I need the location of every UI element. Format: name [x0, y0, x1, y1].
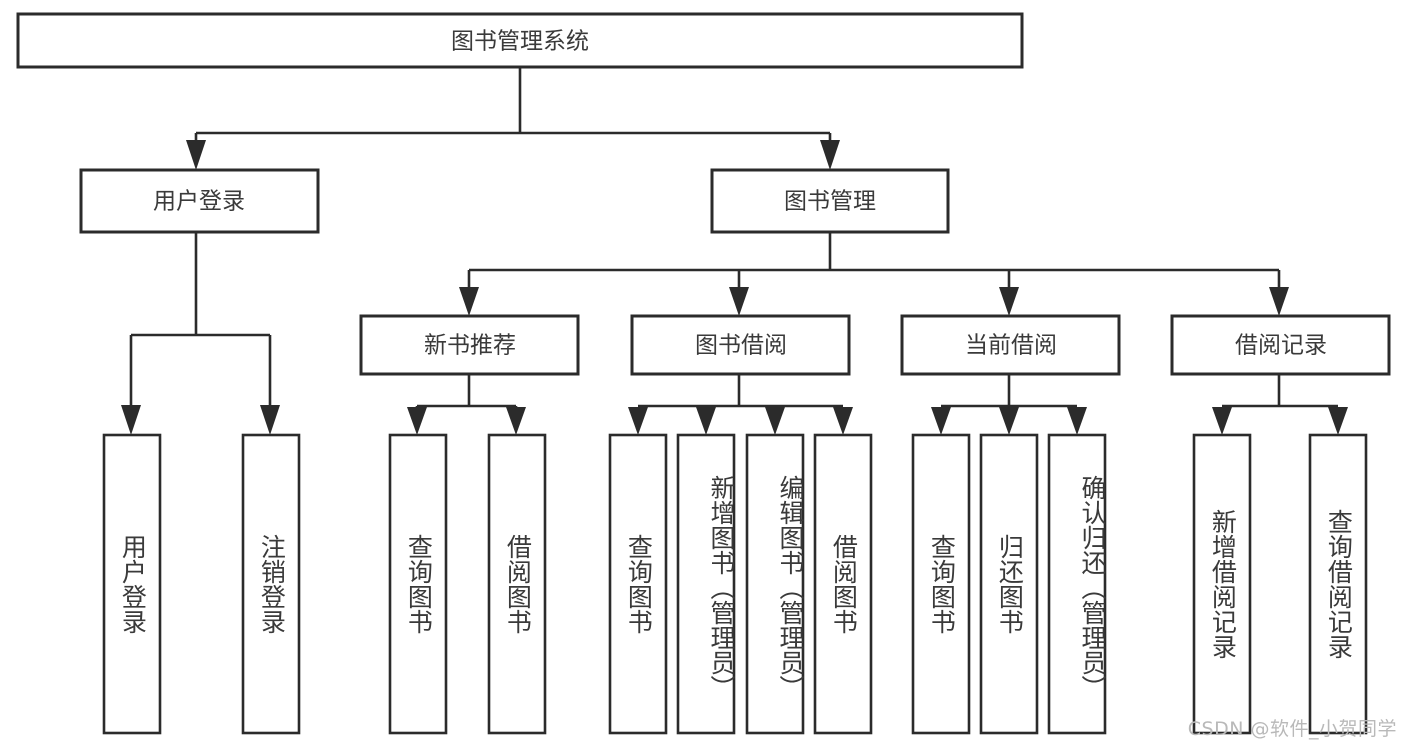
node-user-login-label: 用户登录	[153, 189, 245, 215]
leaf-box-br-query-record[interactable]	[1308, 433, 1368, 735]
arrow-head-bb-leaf-4	[833, 407, 853, 435]
connector-new-book-recommend-to-leaves	[407, 374, 526, 435]
arrow-head-leaf-logout	[260, 405, 280, 435]
arrow-head-cb-leaf-2	[999, 407, 1019, 435]
leaf-box-br-add-record[interactable]	[1192, 433, 1252, 735]
arrow-head-to-current-borrow	[999, 287, 1019, 316]
node-book-management-label: 图书管理	[784, 189, 876, 215]
leaf-box-bb-query-book[interactable]	[608, 433, 668, 735]
arrow-head-nbr-leaf-2	[506, 407, 526, 435]
node-user-login[interactable]: 用户登录	[79, 168, 320, 234]
node-root-label: 图书管理系统	[451, 29, 589, 55]
leaf-box-logout[interactable]	[241, 433, 301, 735]
arrow-head-leaf-user-login	[121, 405, 141, 435]
node-borrow-record-label: 借阅记录	[1235, 333, 1327, 359]
leaf-box-nbr-query-book[interactable]	[388, 433, 448, 735]
node-user-login-box[interactable]	[79, 168, 320, 234]
node-borrow-record[interactable]: 借阅记录	[1170, 314, 1391, 376]
node-current-borrow-label: 当前借阅	[965, 333, 1057, 359]
leaf-box-cb-query-book[interactable]	[911, 433, 971, 735]
node-current-borrow-box[interactable]	[900, 314, 1121, 376]
node-current-borrow[interactable]: 当前借阅	[900, 314, 1121, 376]
arrow-head-br-leaf-2	[1328, 407, 1348, 435]
node-book-borrow-box[interactable]	[630, 314, 851, 376]
connector-book-mgmt-to-level3	[459, 232, 1289, 316]
connector-root-to-level2	[186, 67, 840, 170]
arrow-head-bb-leaf-1	[628, 407, 648, 435]
arrow-head-bb-leaf-2	[696, 407, 716, 435]
arrow-head-cb-leaf-3	[1067, 407, 1087, 435]
connector-book-borrow-to-leaves	[628, 374, 853, 435]
connector-current-borrow-to-leaves	[931, 374, 1087, 435]
arrow-head-to-new-book-recommend	[459, 287, 479, 316]
leaf-box-bb-edit-book[interactable]	[745, 433, 805, 735]
arrow-head-to-book-borrow	[729, 287, 749, 316]
node-new-book-recommend-label: 新书推荐	[424, 333, 516, 359]
arrow-head-bb-leaf-3	[765, 407, 785, 435]
arrow-head-cb-leaf-1	[931, 407, 951, 435]
arrow-head-to-borrow-record	[1269, 287, 1289, 316]
node-book-borrow[interactable]: 图书借阅	[630, 314, 851, 376]
leaf-box-bb-add-book[interactable]	[676, 433, 736, 735]
arrow-head-nbr-leaf-1	[407, 407, 427, 435]
leaf-box-user-login[interactable]	[102, 433, 162, 735]
arrow-head-to-user-login	[186, 140, 206, 170]
node-new-book-recommend-box[interactable]	[359, 314, 580, 376]
leaf-box-bb-borrow-book[interactable]	[813, 433, 873, 735]
node-new-book-recommend[interactable]: 新书推荐	[359, 314, 580, 376]
leaf-box-nbr-borrow-book[interactable]	[487, 433, 547, 735]
connector-borrow-record-to-leaves	[1212, 374, 1348, 435]
arrow-head-to-book-mgmt	[820, 140, 840, 170]
leaf-box-cb-return-book[interactable]	[979, 433, 1039, 735]
arrow-head-br-leaf-1	[1212, 407, 1232, 435]
leaf-box-cb-confirm-return[interactable]	[1047, 433, 1107, 735]
node-book-management[interactable]: 图书管理	[710, 168, 950, 234]
node-book-management-box[interactable]	[710, 168, 950, 234]
node-borrow-record-box[interactable]	[1170, 314, 1391, 376]
csdn-watermark: CSDN @软件_小贺同学	[1187, 718, 1397, 740]
node-root-box[interactable]	[16, 12, 1024, 69]
node-book-borrow-label: 图书借阅	[695, 333, 787, 359]
connector-user-login-to-leaves	[121, 232, 280, 435]
node-root-system[interactable]: 图书管理系统	[16, 12, 1024, 69]
